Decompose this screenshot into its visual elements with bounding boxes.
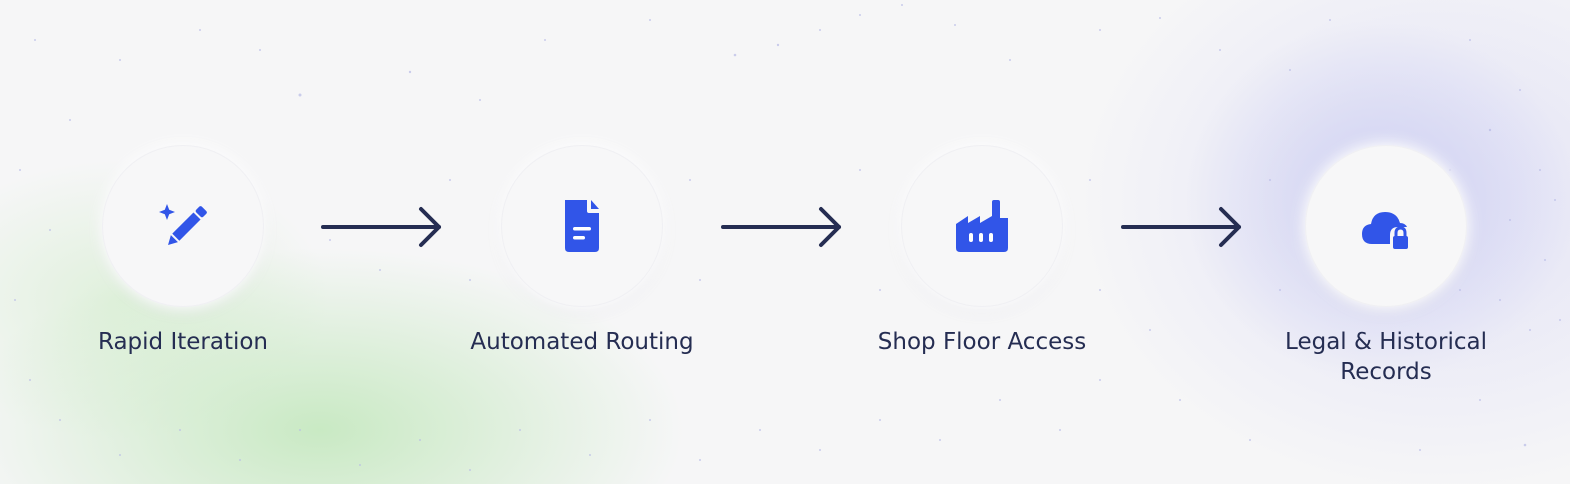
document-icon — [565, 200, 599, 252]
step-label: Shop Floor Access — [877, 329, 1087, 355]
step-legal-historical-records: Legal & Historical Records — [1256, 145, 1516, 387]
step-icon-circle — [1305, 145, 1467, 307]
magic-pencil-icon — [159, 204, 207, 245]
step-label: Automated Routing — [470, 329, 694, 355]
arrow-right-icon — [1121, 207, 1241, 247]
step-shop-floor-access: Shop Floor Access — [852, 145, 1112, 357]
cloud-lock-icon — [1362, 212, 1408, 249]
arrow-right-icon — [321, 207, 441, 247]
step-icon-circle — [102, 145, 264, 307]
arrow-right-icon — [721, 207, 841, 247]
step-rapid-iteration: Rapid Iteration — [53, 145, 313, 357]
step-icon-circle — [901, 145, 1063, 307]
step-label: Legal & Historical Records — [1285, 329, 1487, 385]
factory-icon — [956, 200, 1008, 252]
step-icon-circle — [501, 145, 663, 307]
step-label: Rapid Iteration — [97, 329, 269, 355]
step-automated-routing: Automated Routing — [452, 145, 712, 357]
